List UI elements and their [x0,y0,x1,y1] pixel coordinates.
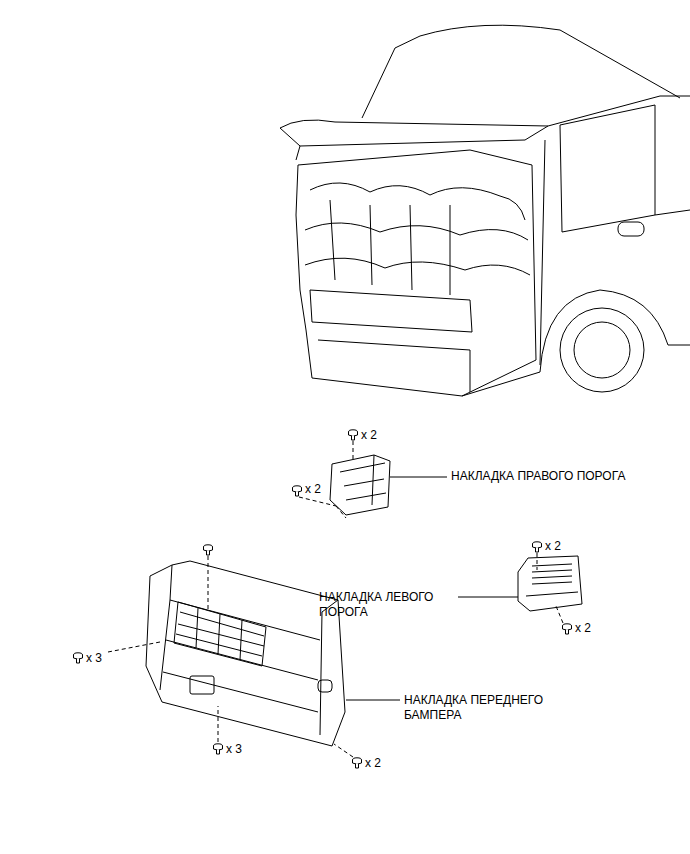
leader-line [346,477,518,700]
part-name: НАКЛАДКА ПЕРЕДНЕГО БАМПЕРА [404,693,590,723]
van-body [280,25,690,396]
front-bumper [146,561,345,746]
fastener-line [108,441,563,757]
right-step-cover [330,455,390,515]
left-step-cover [518,556,582,611]
quantity-label: x 2 [365,756,381,771]
quantity-label: x 2 [545,539,561,554]
quantity-label: x 3 [86,651,102,666]
quantity-label: x 3 [226,742,242,757]
quantity-label: x 2 [305,482,321,497]
quantity-label: x 2 [575,621,591,636]
part-name: НАКЛАДКА ЛЕВОГО ПОРОГА [319,590,455,620]
quantity-label: x 2 [361,428,377,443]
part-name: НАКЛАДКА ПРАВОГО ПОРОГА [451,469,629,484]
